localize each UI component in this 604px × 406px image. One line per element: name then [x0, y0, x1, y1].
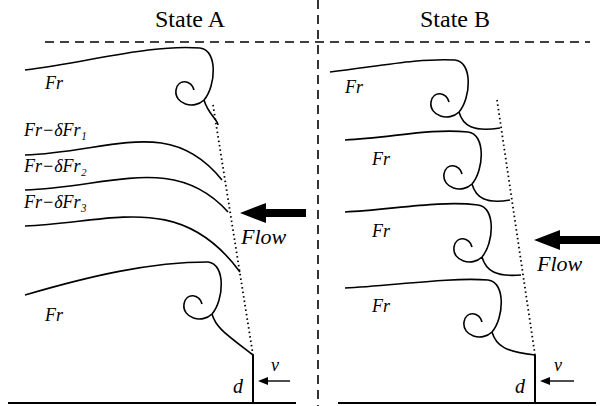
flow-label: Flow: [241, 225, 286, 249]
velocity-head: [540, 377, 550, 385]
dotted-front: [497, 100, 535, 355]
velocity-arrow: [548, 380, 574, 381]
velocity-label: v: [271, 356, 279, 376]
velocity-arrow: [266, 380, 290, 381]
surface-dashed: [45, 41, 590, 43]
froude-label: Fr−δFr₃: [24, 193, 87, 213]
froude-label: Fr−δFr₂: [24, 157, 87, 177]
wavemaker-wall: [534, 355, 536, 403]
state-title: State B: [420, 6, 490, 32]
velocity-label: v: [554, 356, 562, 376]
froude-label: Fr: [45, 306, 63, 326]
wave-profile: [25, 178, 228, 212]
wave-profile: [345, 279, 488, 288]
breaking-curl: [431, 60, 500, 129]
breaking-curl: [444, 132, 510, 201]
froude-label: Fr: [372, 150, 390, 170]
ground-line: [338, 402, 596, 404]
froude-label: Fr: [45, 74, 63, 94]
depth-label: d: [515, 375, 525, 397]
depth-label: d: [233, 375, 243, 397]
divider-dashed: [317, 0, 319, 406]
flow-arrow: [534, 230, 600, 250]
froude-label: Fr−δFr₁: [24, 121, 87, 141]
state-title: State A: [155, 6, 225, 32]
flow-arrow: [240, 203, 306, 223]
breaking-curl: [176, 48, 218, 125]
wavemaker-wall: [252, 355, 254, 403]
wave-profile: [330, 60, 455, 72]
breaking-curl: [184, 262, 253, 355]
wave-profile: [25, 217, 240, 272]
breaking-curl: [464, 280, 535, 355]
velocity-head: [258, 377, 268, 385]
froude-label: Fr: [345, 78, 363, 98]
wave-profile: [25, 142, 222, 180]
wave-profile: [345, 204, 478, 212]
breaking-curl: [454, 205, 521, 275]
froude-label: Fr: [372, 297, 390, 317]
flow-label: Flow: [537, 252, 582, 276]
wave-profile: [25, 47, 200, 70]
wave-profile: [345, 131, 468, 140]
froude-label: Fr: [372, 222, 390, 242]
wave-profile: [25, 262, 208, 295]
